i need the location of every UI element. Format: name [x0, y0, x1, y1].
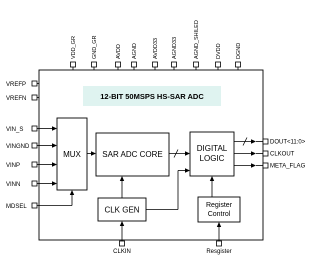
pin-agnd-shiled: AGND_SHILED	[193, 20, 200, 70]
register-control-label-line1: Register	[206, 202, 233, 209]
pin-label: DGND	[236, 43, 242, 59]
pin-avdd: AVDD	[115, 44, 122, 70]
clk-gen-label: CLK GEN	[104, 206, 139, 215]
pin-label: VREFP	[6, 82, 26, 88]
title-box	[83, 86, 221, 106]
pin-mdsel: MDSEL	[6, 190, 75, 210]
pin-label: VREFN	[6, 96, 26, 102]
top-pins: VDD_GR GND_GR AVDD AGND AVDD33 AGND33	[70, 20, 242, 70]
pin-label: META_FLAG	[270, 164, 306, 170]
pin-label: AVDD	[116, 44, 122, 59]
right-pins: DOUT<11:0> CLKOUT META_FLAG	[234, 137, 306, 170]
pin-label: VDD_GR	[71, 36, 77, 59]
register-control-block	[197, 196, 241, 223]
pin-label: AGND33	[172, 37, 178, 59]
pin-label: CLKIN	[113, 249, 131, 255]
pin-avdd33: AVDD33	[152, 38, 159, 70]
pin-label: AGND_SHILED	[194, 20, 200, 59]
mux-label: MUX	[63, 150, 81, 159]
pin-gnd-gr: GND_GR	[91, 35, 98, 70]
pin-dvdd: DVDD	[215, 43, 222, 70]
pin-clkin: CLKIN	[113, 221, 131, 255]
pin-label: Resgister	[206, 249, 231, 255]
pin-vrefn: VREFN	[6, 94, 39, 102]
sar-adc-core-block	[95, 132, 170, 177]
mux-to-core-bus	[87, 151, 96, 156]
pin-label: CLKOUT	[270, 152, 295, 158]
mux-block	[56, 117, 88, 191]
pin-vinp: VINP	[6, 161, 57, 169]
pin-vdd-gr: VDD_GR	[70, 36, 77, 70]
pin-label: DVDD	[216, 43, 222, 59]
clkgen-to-core-arrow	[119, 176, 125, 198]
pin-label: MDSEL	[6, 204, 27, 210]
pin-vingnd: VINGND	[6, 142, 57, 150]
sar-adc-core-label: SAR ADC CORE	[102, 150, 162, 159]
digital-logic-label-line2: LOGIC	[200, 154, 225, 163]
pin-dout: DOUT<11:0>	[234, 137, 306, 146]
pin-resgister: Resgister	[206, 222, 232, 255]
pin-label: AVDD33	[153, 38, 159, 59]
pin-clkout: CLKOUT	[234, 150, 295, 158]
pin-label: DOUT<11:0>	[270, 140, 306, 146]
pin-label: VINP	[6, 163, 20, 169]
pin-label: VINN	[6, 182, 20, 188]
pin-vrefp: VREFP	[6, 80, 39, 88]
pin-dgnd: DGND	[235, 43, 242, 70]
pin-label: VIN_S	[6, 127, 23, 133]
clkgen-to-logic-arrow	[146, 168, 190, 210]
pin-label: GND_GR	[92, 35, 98, 59]
digital-logic-label-line1: DIGITAL	[197, 144, 228, 153]
bottom-pins: CLKIN Resgister	[113, 221, 232, 255]
pin-vinn: VINN	[6, 180, 57, 188]
chip-title: 12-BIT 50MSPS HS-SAR ADC	[100, 92, 204, 101]
register-control-label-line2: Control	[208, 211, 231, 218]
core-to-logic-bus	[169, 149, 190, 158]
pin-label: VINGND	[6, 144, 30, 150]
left-pins: VREFP VREFN VIN_S VINGND VINP	[6, 80, 75, 210]
register-to-logic-arrow	[209, 176, 215, 197]
pin-label: AGND	[132, 43, 138, 59]
pin-meta-flag: META_FLAG	[234, 162, 306, 170]
pin-agnd: AGND	[131, 43, 138, 70]
pin-vin-s: VIN_S	[6, 125, 57, 133]
pin-agnd33: AGND33	[171, 37, 178, 70]
